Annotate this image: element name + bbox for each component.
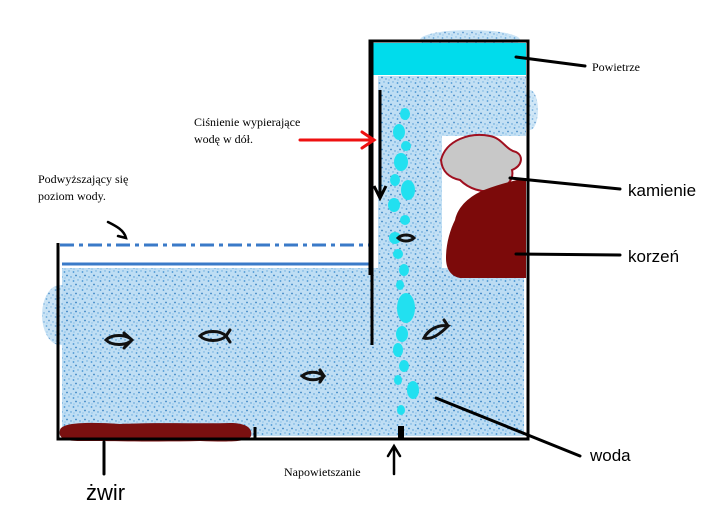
- label-korzen: korzeń: [628, 247, 679, 266]
- label-woda: woda: [589, 446, 631, 465]
- bubble-icon: [407, 381, 419, 399]
- pointer-kamienie: [508, 176, 622, 191]
- stones: [439, 134, 522, 193]
- downward-pressure-arrow: [372, 90, 388, 202]
- bubble-column: [388, 108, 419, 415]
- label-pressure-line2: wodę w dół.: [194, 132, 253, 146]
- fish-icon: [421, 318, 452, 340]
- pointer-korzen: [514, 252, 622, 257]
- label-napowietrzanie: Napowietszanie: [284, 465, 361, 479]
- bubble-icon: [389, 232, 401, 244]
- bubble-icon: [390, 174, 400, 186]
- label-powietrze: Powietrze: [592, 60, 640, 74]
- fish-icon: [103, 331, 135, 350]
- fish-icon: [395, 233, 417, 243]
- bubble-icon: [393, 249, 403, 259]
- bubble-icon: [394, 153, 408, 171]
- pointer-powietrze: [514, 55, 587, 68]
- gravel: [59, 422, 252, 442]
- label-rising-line1: Podwyższający się: [38, 172, 128, 186]
- bubble-icon: [401, 180, 415, 200]
- bubble-icon: [397, 405, 405, 415]
- red-arrow-icon: [298, 130, 377, 150]
- label-kamienie: kamienie: [628, 181, 696, 200]
- aeration-arrow-icon: [386, 443, 402, 476]
- bubble-icon: [397, 293, 415, 323]
- label-zwir: żwir: [86, 480, 125, 505]
- bubble-icon: [393, 124, 405, 140]
- aerator-nozzle: [398, 426, 404, 439]
- fish-icon: [299, 368, 327, 384]
- bubble-icon: [399, 360, 409, 372]
- bubble-icon: [396, 280, 404, 290]
- pointer-woda: [434, 396, 582, 458]
- bubble-icon: [394, 375, 402, 385]
- water-body: [42, 30, 538, 436]
- air-layer: [372, 43, 526, 75]
- bubble-icon: [393, 343, 403, 357]
- rising-level-arrow: [106, 220, 128, 240]
- bubble-icon: [396, 326, 408, 342]
- tank-outline: [56, 39, 530, 441]
- fish-icon: [197, 328, 232, 344]
- root: [446, 178, 526, 278]
- bubble-icon: [388, 198, 400, 212]
- label-rising-line2: poziom wody.: [38, 189, 106, 203]
- bubble-icon: [400, 108, 410, 120]
- label-pressure-line1: Ciśnienie wypierające: [194, 115, 300, 129]
- bubble-icon: [401, 141, 411, 151]
- bubble-icon: [399, 264, 409, 276]
- bubble-icon: [400, 215, 410, 225]
